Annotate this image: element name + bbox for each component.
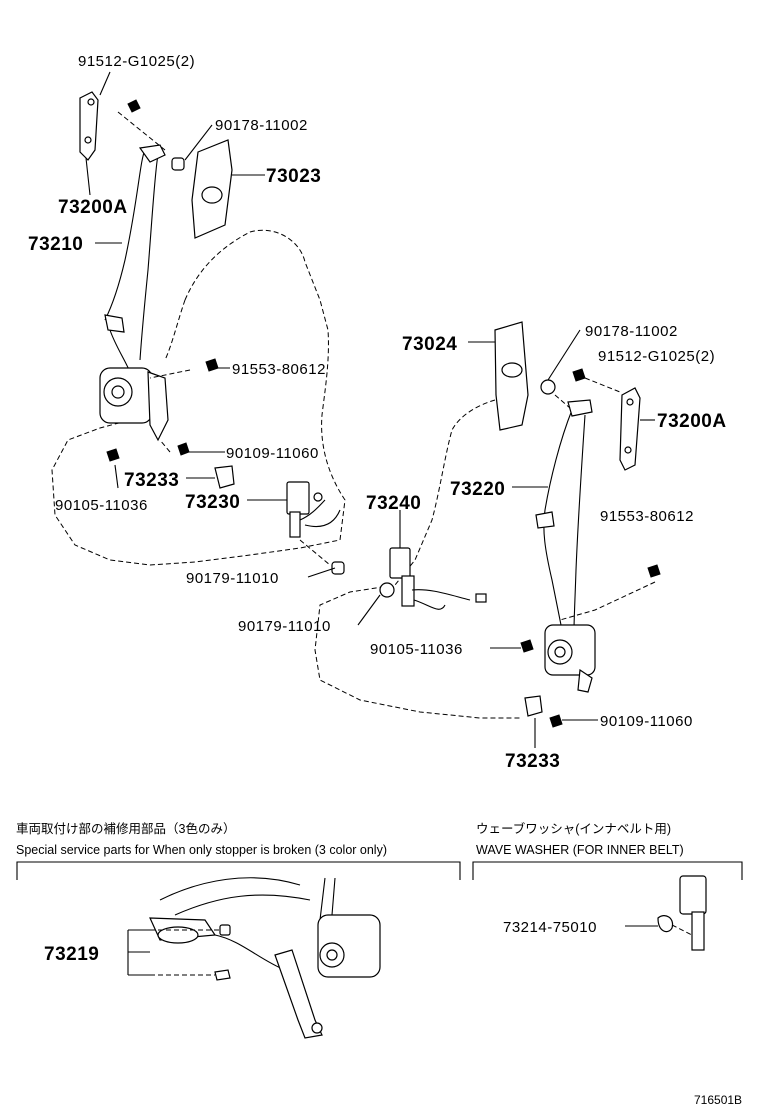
label-90179-11010-b: 90179-11010: [238, 618, 331, 635]
label-73200a-right: 73200A: [657, 411, 727, 432]
label-73240: 73240: [366, 493, 421, 514]
label-73210: 73210: [28, 234, 83, 255]
label-73233-left: 73233: [124, 470, 179, 491]
left-seat-outline: [51, 229, 346, 566]
label-90105-11036-right: 90105-11036: [370, 641, 463, 658]
right-belt-assembly: [535, 387, 641, 693]
bracket-right: [472, 861, 743, 880]
note-right-english: WAVE WASHER (FOR INNER BELT): [476, 843, 684, 857]
buckle-73230: [286, 481, 341, 538]
inset-stopper-73219: [127, 877, 381, 1039]
left-belt-assembly: [79, 91, 169, 442]
label-91553-80612-left: 91553-80612: [232, 361, 326, 378]
label-73200a-left: 73200A: [58, 197, 128, 218]
bolt-icons-right: [379, 368, 661, 728]
bracket-left: [16, 861, 461, 880]
bolt-icons-left: [106, 99, 345, 575]
left-seat-back-curve: [164, 299, 186, 361]
label-73230: 73230: [185, 492, 240, 513]
label-73024: 73024: [402, 334, 457, 355]
label-73233-right: 73233: [505, 751, 560, 772]
label-90109-11060-left: 90109-11060: [226, 445, 319, 462]
buckle-73240: [389, 547, 487, 610]
right-seat-outline: [314, 399, 520, 719]
inset-wave-washer: [657, 875, 707, 951]
label-73023: 73023: [266, 166, 321, 187]
label-91553-80612-right: 91553-80612: [600, 508, 694, 525]
label-73214-75010: 73214-75010: [503, 919, 597, 936]
label-73219: 73219: [44, 944, 99, 965]
note-left-english: Special service parts for When only stop…: [16, 843, 387, 857]
label-90178-11002-right: 90178-11002: [585, 323, 678, 340]
leader-lines: [85, 71, 655, 748]
label-91512-g1025-right: 91512-G1025(2): [598, 348, 715, 365]
label-90105-11036-left: 90105-11036: [55, 497, 148, 514]
stopper-73233-left: [214, 465, 235, 489]
stopper-73233-right: [524, 695, 543, 717]
label-73220: 73220: [450, 479, 505, 500]
note-right-japanese: ウェーブワッシャ(インナベルト用): [476, 821, 671, 836]
note-left-japanese: 車両取付け部の補修用部品（3色のみ）: [16, 821, 235, 836]
label-90179-11010-a: 90179-11010: [186, 570, 279, 587]
diagram-code: 716501B: [694, 1093, 742, 1107]
label-90178-11002-top: 90178-11002: [215, 117, 308, 134]
label-90109-11060-right: 90109-11060: [600, 713, 693, 730]
label-91512-g1025-top: 91512-G1025(2): [78, 53, 195, 70]
